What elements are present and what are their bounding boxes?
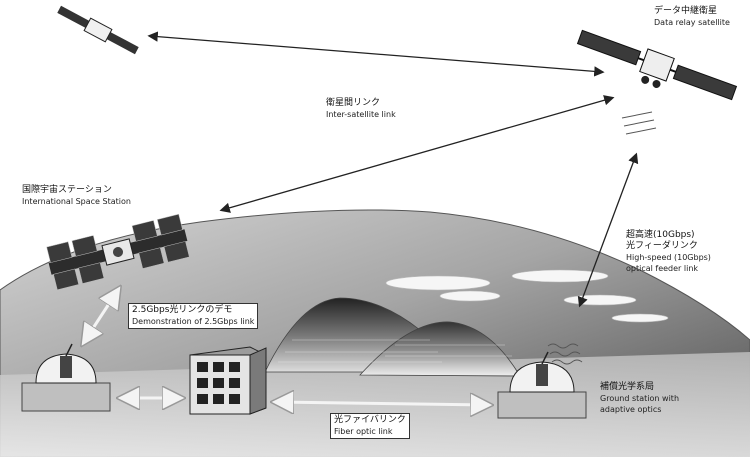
iss-ground-link-arrow — [84, 290, 118, 342]
fiber-optic-link-arrow — [276, 402, 488, 405]
small-satellite-icon — [57, 5, 139, 55]
inter-satellite-link-arrow — [147, 31, 605, 77]
iss-relay-link-arrow — [219, 95, 615, 213]
left-ground-station-icon — [21, 343, 111, 412]
fiber-optic-link-label: 光ファイバリンク Fiber optic link — [330, 413, 410, 439]
mountain-stripes — [278, 339, 512, 363]
ground-station-label: 補償光学系局 Ground station with adaptive opti… — [600, 382, 680, 414]
high-speed-feeder-label: 超高速(10Gbps) 光フィーダリンク High-speed (10Gbps)… — [626, 230, 711, 273]
atmosphere-wave-lines — [547, 343, 583, 365]
iss-label: 国際宇宙ステーション International Space Station — [22, 185, 131, 206]
iss-icon — [46, 213, 190, 291]
inter-satellite-link-label: 衛星間リンク Inter-satellite link — [326, 98, 396, 119]
relay-beam-lines — [621, 111, 657, 135]
demo-link-label: 2.5Gbps光リンクのデモ Demonstration of 2.5Gbps … — [128, 303, 259, 329]
right-ground-station-icon — [497, 351, 587, 419]
mountain-right — [359, 321, 521, 377]
feeder-link-arrow — [577, 152, 639, 308]
data-relay-satellite-icon — [576, 29, 738, 101]
data-relay-satellite-label: データ中継衛星 Data relay satellite — [654, 6, 730, 27]
building-icon — [189, 346, 267, 415]
